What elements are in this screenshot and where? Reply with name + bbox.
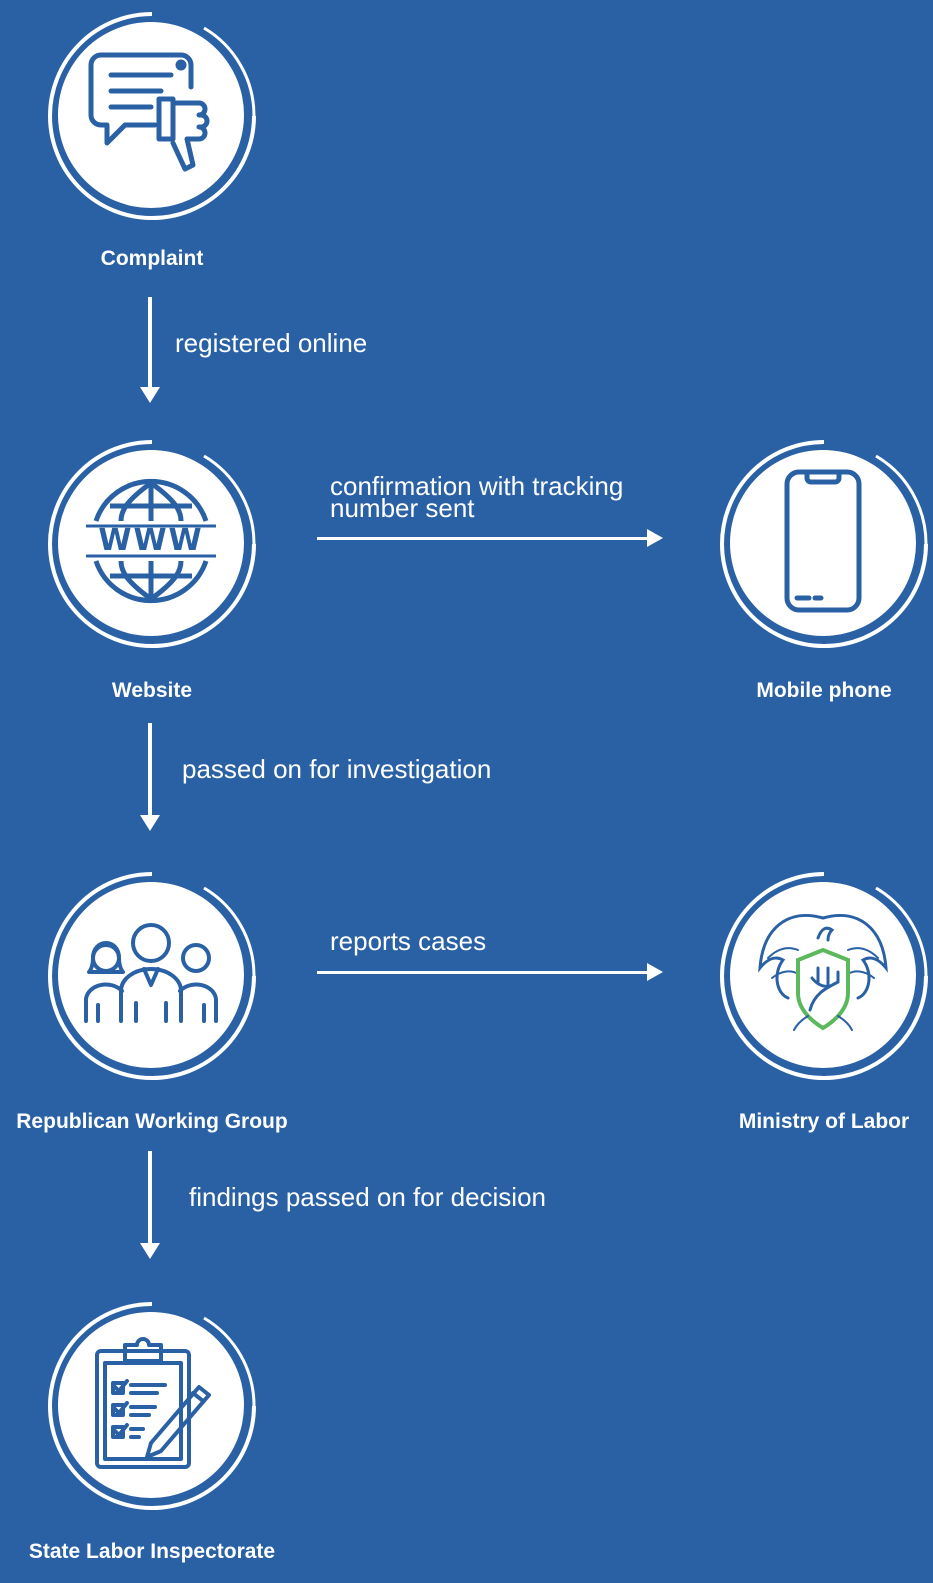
arrow-complaint-to-website [140,297,160,403]
arrow-website-to-mobile [317,529,663,547]
complaint-node [44,8,260,224]
ministry-ring [716,868,932,1084]
edge-label-reports-cases: reports cases [330,926,487,956]
thumbs-down-speech-bubble-icon [81,43,221,188]
ministry-circle [730,882,916,1068]
inspectorate-circle [58,1312,244,1498]
inspectorate-node [44,1298,260,1514]
complaint-label: Complaint [100,247,204,270]
inspectorate-label: State Labor Inspectorate [28,1540,276,1563]
working-group-circle [58,882,244,1068]
smartphone-icon [773,466,873,621]
edge-label-findings-passed: findings passed on for decision [189,1182,547,1212]
edge-label-passed-on-investigation: passed on for investigation [182,754,492,784]
svg-text:WWW: WWW [98,523,203,558]
mobile-node [716,436,932,652]
mobile-ring [716,436,932,652]
website-label: Website [111,679,193,702]
people-group-icon [76,913,226,1038]
arrow-group-to-ministry [317,963,663,981]
mobile-label: Mobile phone [756,679,892,702]
complaint-ring [44,8,260,224]
ministry-emblem-icon [748,898,898,1053]
ministry-label: Ministry of Labor [738,1110,910,1133]
working-group-node [44,868,260,1084]
arrow-group-to-inspectorate [140,1151,160,1259]
edge-label-confirmation-line1: confirmation with tracking [330,471,624,501]
inspectorate-ring [44,1298,260,1514]
mobile-circle [730,450,916,636]
complaint-circle [58,22,244,208]
working-group-label: Republican Working Group [16,1110,288,1133]
website-circle: WWW [58,450,244,636]
ministry-node [716,868,932,1084]
working-group-ring [44,868,260,1084]
website-ring [44,436,260,652]
edge-label-confirmation-line2: number sent [330,493,475,523]
www-globe-icon: WWW [76,466,226,621]
edge-label-registered-online: registered online [175,328,368,358]
arrow-website-to-group [140,723,160,831]
clipboard-checklist-icon [81,1333,221,1478]
website-node: WWW [44,436,260,652]
